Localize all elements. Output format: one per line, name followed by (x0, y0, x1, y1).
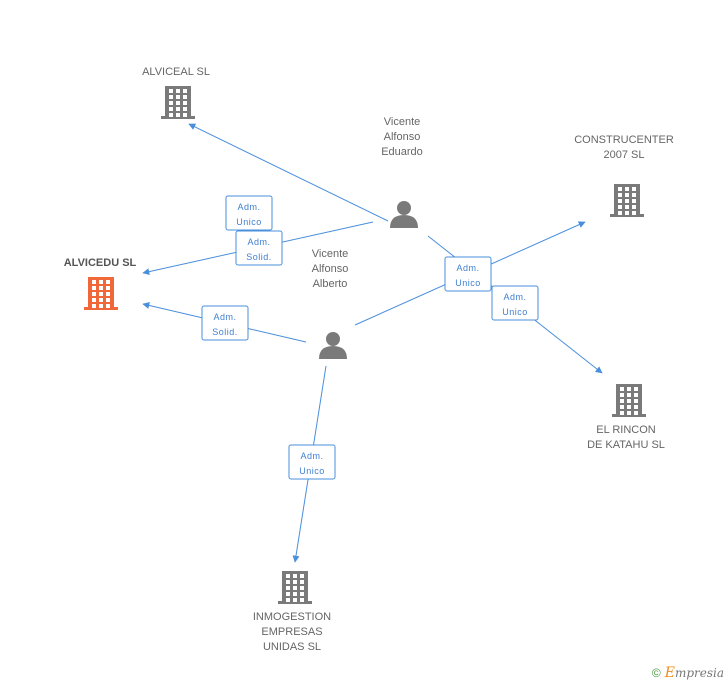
edge-label-text: Adm. (503, 292, 526, 302)
edge-label-vicente_alberto-to-inmogestion: Adm. Unico (288, 444, 336, 480)
node-label: CONSTRUCENTER (574, 134, 674, 146)
edge-label-vicente_eduardo-to-alvicedu: Adm. Solid. (235, 230, 283, 266)
edge-label-vicente_alberto-to-alvicedu: Adm. Solid. (201, 305, 249, 341)
node-label: 2007 SL (604, 149, 645, 161)
node-alviceal[interactable]: ALVICEAL SL (142, 66, 210, 119)
building-icon (278, 571, 312, 604)
edge-label-box (201, 305, 249, 341)
node-label: DE KATAHU SL (587, 439, 665, 451)
edge-label-text: Adm. (456, 263, 479, 273)
edge-label-text: Adm. (300, 451, 323, 461)
edge-label-box (235, 230, 283, 266)
edge-label-text: Adm. (247, 237, 270, 247)
node-label: Vicente (312, 248, 349, 260)
edge-label-vicente_eduardo-to-el_rincon: Adm. Unico (491, 285, 539, 321)
footer-brand: ©Empresia (652, 665, 724, 681)
node-label: UNIDAS SL (263, 641, 321, 653)
building-icon (610, 184, 644, 217)
building-icon (161, 86, 195, 119)
edge-label-text: Adm. (237, 202, 260, 212)
person-icon (319, 332, 347, 359)
edge-label-box (444, 256, 492, 292)
node-alvicedu[interactable]: ALVICEDU SL (64, 257, 137, 310)
edge-label-box (491, 285, 539, 321)
edge-label-text: Unico (236, 217, 262, 227)
edge-vicente_eduardo-to-alviceal (188, 123, 389, 222)
node-label: Vicente (384, 116, 421, 128)
building-icon (84, 277, 118, 310)
node-inmogestion[interactable]: INMOGESTION EMPRESAS UNIDAS SL (253, 571, 331, 653)
node-label: Alberto (313, 278, 348, 290)
edge-label-text: Unico (299, 466, 325, 476)
node-construcenter[interactable]: CONSTRUCENTER 2007 SL (574, 134, 674, 217)
copyright-symbol: © (651, 666, 661, 680)
person-icon (390, 201, 418, 228)
brand-initial: E (664, 665, 675, 681)
node-el-rincon[interactable]: EL RINCON DE KATAHU SL (587, 384, 665, 451)
edge-label-text: Solid. (212, 327, 238, 337)
node-label: EL RINCON (596, 424, 656, 436)
edge-label-text: Unico (502, 307, 528, 317)
edge-label-vicente_eduardo-to-alviceal: Adm. Unico (225, 195, 273, 231)
edge-label-box (288, 444, 336, 480)
edge-label-text: Adm. (213, 312, 236, 322)
node-label: INMOGESTION (253, 611, 331, 623)
node-label: EMPRESAS (261, 626, 322, 638)
node-label: Alfonso (384, 131, 421, 143)
edge-label-box (225, 195, 273, 231)
edge-label-text: Solid. (246, 252, 272, 262)
brand-name: mpresia (674, 666, 724, 680)
edge-label-vicente_alberto-to-construcenter: Adm. Unico (444, 256, 492, 292)
node-label: ALVICEDU SL (64, 257, 137, 269)
node-label: Alfonso (312, 263, 349, 275)
node-label: Eduardo (381, 146, 423, 158)
building-icon (612, 384, 646, 417)
node-label: ALVICEAL SL (142, 66, 210, 78)
edge-label-text: Unico (455, 278, 481, 288)
